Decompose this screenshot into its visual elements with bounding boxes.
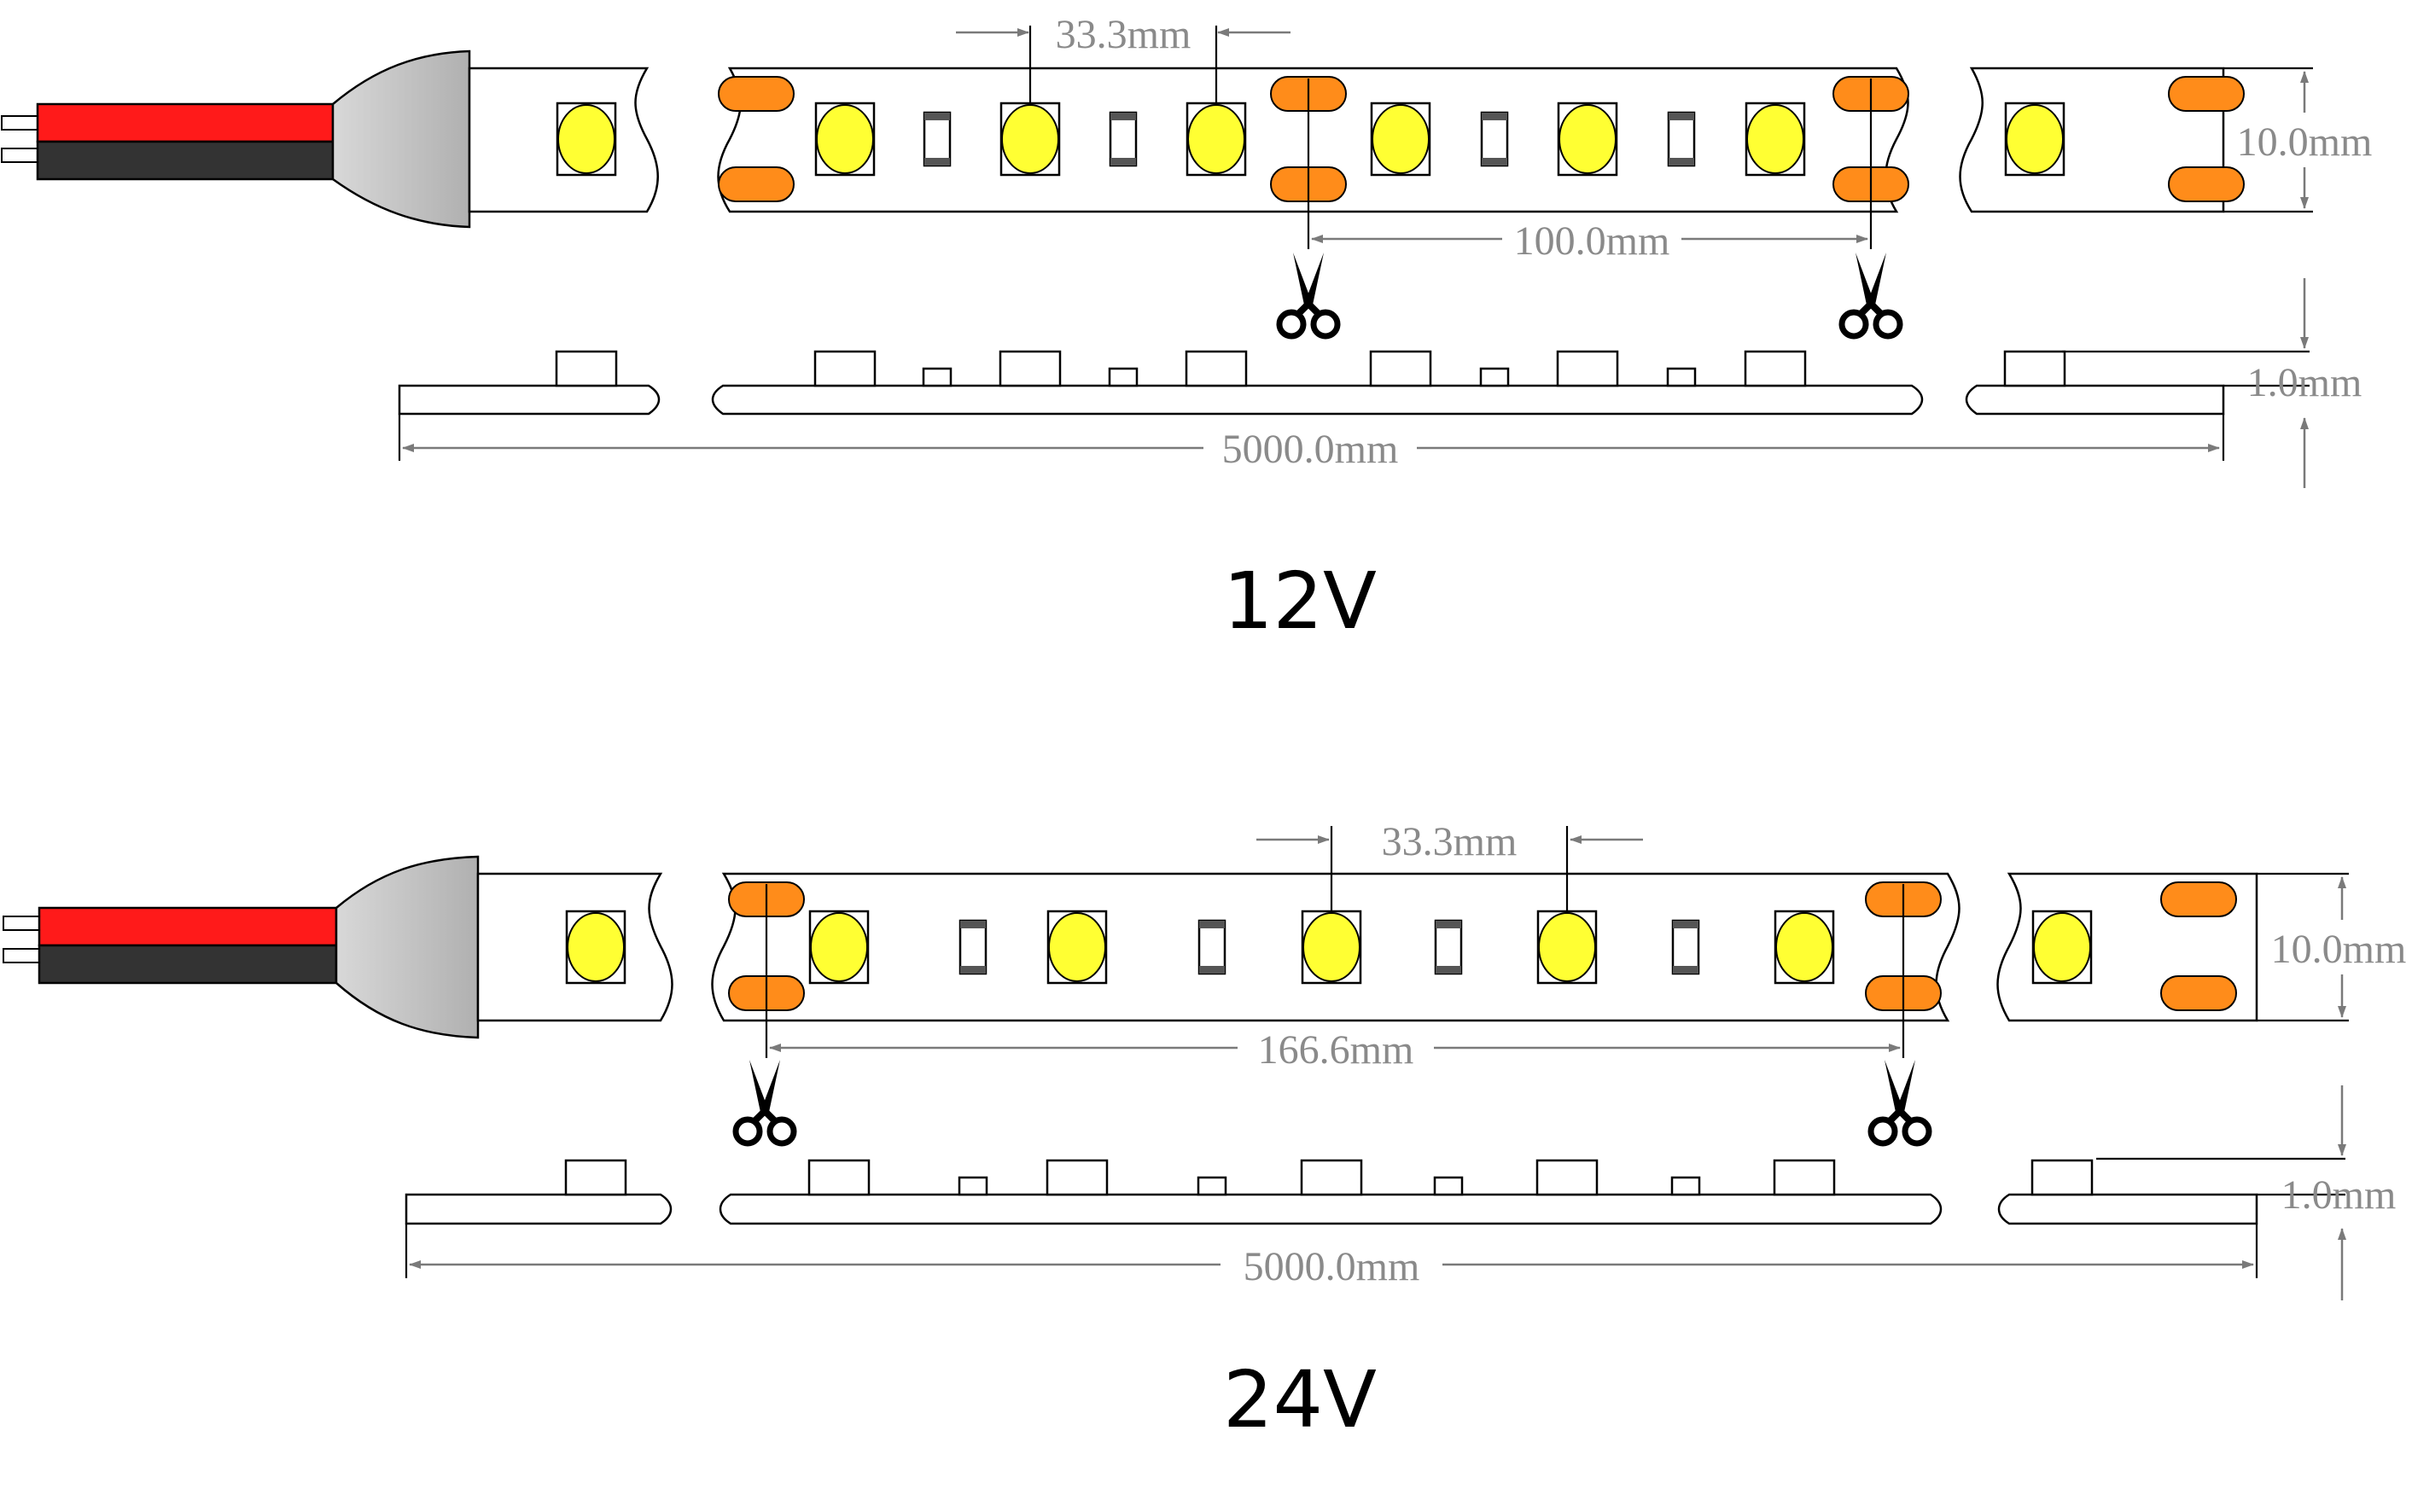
total-length-dimension: 5000.0mm <box>405 1224 2258 1289</box>
component-side <box>958 1176 988 1196</box>
resistor <box>1671 919 1700 975</box>
voltage-title: 24V <box>1223 1354 1377 1445</box>
width-dimension: 10.0mm <box>2257 872 2407 1022</box>
component-side <box>1433 1176 1464 1196</box>
component-side <box>1300 1159 1363 1196</box>
thickness-label: 1.0mm <box>2281 1172 2397 1218</box>
led-chips <box>556 102 2065 177</box>
solder-pad <box>2160 881 2237 917</box>
diagram-24v: 33.3mm 166.6mm 10.0mm <box>3 819 2406 1445</box>
connector-cap <box>331 49 471 229</box>
thickness-dimension: 1.0mm <box>2096 1085 2396 1300</box>
resistor <box>1434 919 1463 975</box>
red-wire <box>38 906 338 947</box>
solder-pads <box>718 76 2245 202</box>
component-side <box>922 367 953 387</box>
cut-length-label: 100.0mm <box>1514 218 1670 264</box>
component-side <box>1197 1176 1227 1196</box>
scissors-icon <box>736 1060 794 1143</box>
component-side <box>1479 367 1510 387</box>
solder-pad <box>718 166 795 202</box>
total-length-dimension: 5000.0mm <box>398 414 2225 472</box>
component-side <box>1556 350 1619 387</box>
red-wire <box>36 102 335 143</box>
cut-dimension: 166.6mm <box>765 884 1905 1073</box>
led-chip <box>1745 102 1806 177</box>
led-chip <box>556 102 617 177</box>
led-chip <box>808 910 870 985</box>
component-side <box>1670 1176 1701 1196</box>
component-side <box>1744 350 1807 387</box>
cut-dimension: 100.0mm <box>1307 79 1873 264</box>
resistor <box>958 919 988 975</box>
solder-pad <box>718 76 795 112</box>
side-view <box>405 1159 2258 1225</box>
led-chip <box>1186 102 1247 177</box>
pitch-dimension: 33.3mm <box>956 12 1290 102</box>
component-side <box>1773 1159 1836 1196</box>
component-side <box>999 350 1062 387</box>
pitch-label: 33.3mm <box>1056 12 1191 57</box>
component-side <box>564 1159 627 1196</box>
wire-leads <box>1 102 335 181</box>
side-view <box>398 350 2225 416</box>
scissors-icon <box>1842 253 1900 336</box>
led-chip <box>1536 910 1598 985</box>
component-side <box>813 350 877 387</box>
component-side <box>555 350 618 387</box>
led-chip <box>1301 910 1362 985</box>
resistor <box>1197 919 1226 975</box>
solder-pad <box>2160 975 2237 1011</box>
scissors-icon <box>1871 1060 1929 1143</box>
pitch-dimension: 33.3mm <box>1256 819 1643 911</box>
led-chip <box>1774 910 1835 985</box>
solder-pads <box>728 881 2237 1011</box>
solder-pad <box>2168 166 2245 202</box>
component-side <box>1108 367 1139 387</box>
component-side <box>1369 350 1432 387</box>
component-side <box>1185 350 1248 387</box>
led-chip <box>999 102 1061 177</box>
led-chip <box>1557 102 1618 177</box>
resistors <box>923 111 1696 167</box>
total-length-label: 5000.0mm <box>1244 1244 1420 1289</box>
component-side <box>2003 350 2066 387</box>
led-chip <box>2031 910 2093 985</box>
black-wire <box>38 944 338 985</box>
thickness-label: 1.0mm <box>2247 360 2362 405</box>
resistor <box>1480 111 1509 167</box>
solder-pad <box>2168 76 2245 112</box>
thickness-dimension: 1.0mm <box>2062 278 2362 488</box>
total-length-label: 5000.0mm <box>1222 427 1399 472</box>
resistor <box>1109 111 1138 167</box>
component-side <box>1535 1159 1599 1196</box>
resistors <box>958 919 1700 975</box>
pitch-label: 33.3mm <box>1382 819 1518 864</box>
component-side <box>2030 1159 2094 1196</box>
cut-length-label: 166.6mm <box>1258 1027 1414 1073</box>
connector-cap <box>335 855 480 1039</box>
diagram-12v: 33.3mm 100.0mm 10.0mm <box>1 12 2373 647</box>
led-chip <box>814 102 876 177</box>
voltage-title: 12V <box>1223 555 1377 647</box>
component-side <box>1046 1159 1109 1196</box>
led-chip <box>565 910 626 985</box>
led-chip <box>2004 102 2065 177</box>
width-label: 10.0mm <box>2271 927 2407 972</box>
black-wire <box>36 140 335 181</box>
width-label: 10.0mm <box>2237 119 2373 165</box>
width-dimension: 10.0mm <box>2223 67 2373 213</box>
resistor <box>923 111 952 167</box>
resistor <box>1667 111 1696 167</box>
wire-leads <box>3 906 338 985</box>
scissors-icon <box>1279 253 1337 336</box>
led-chip <box>1046 910 1108 985</box>
led-chip <box>1370 102 1431 177</box>
component-side <box>1666 367 1697 387</box>
component-side <box>807 1159 871 1196</box>
